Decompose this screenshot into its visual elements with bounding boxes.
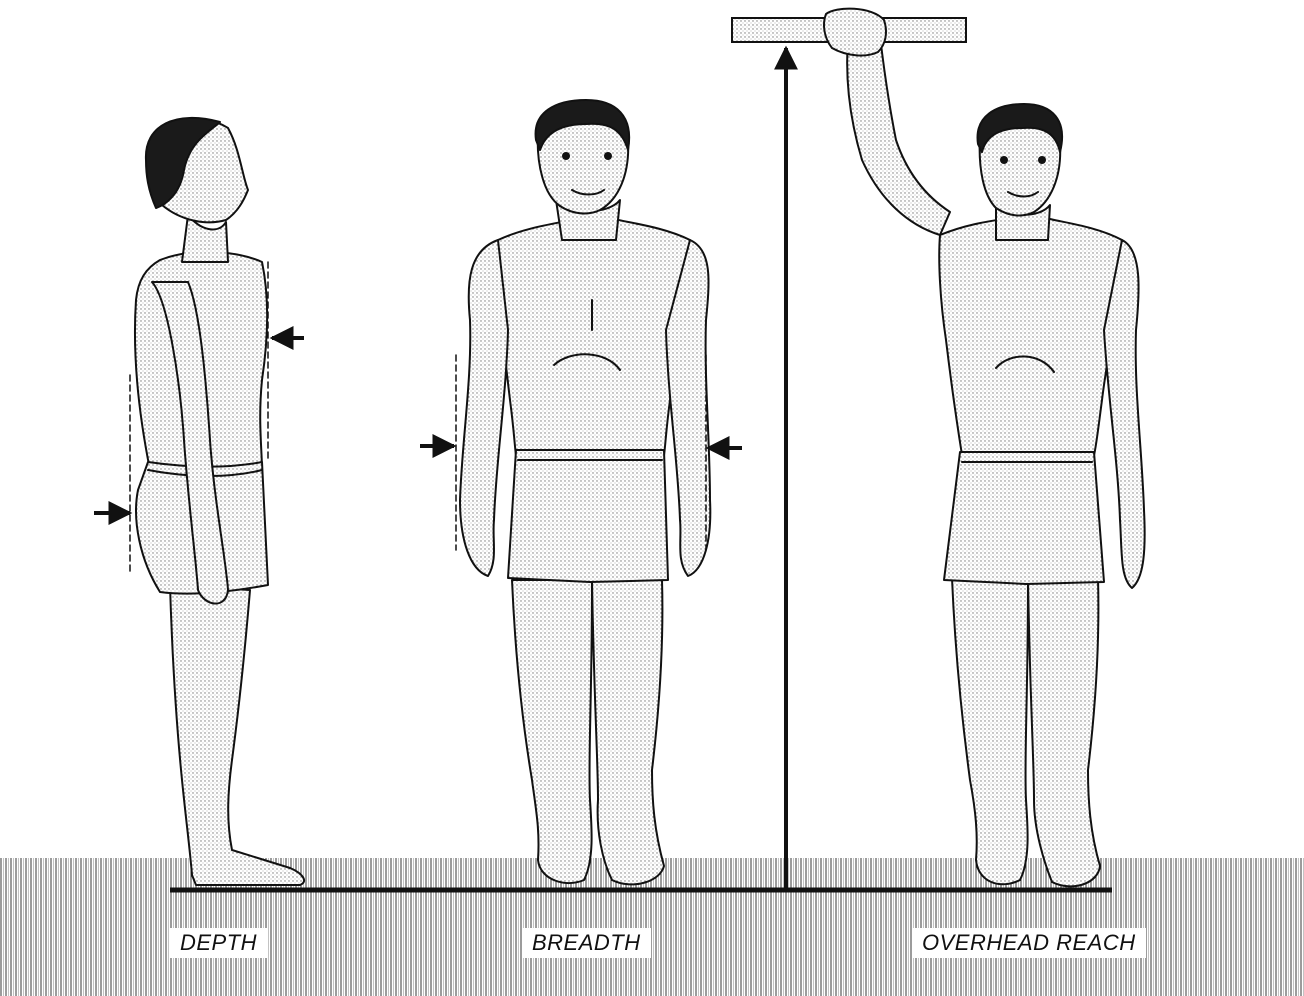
depth-label: DEPTH [170,928,267,958]
breadth-figure [456,100,710,884]
depth-figure [130,118,304,885]
overhead-reach-figure [824,9,1145,887]
breadth-label: BREADTH [522,928,651,958]
overhead-reach-label: OVERHEAD REACH [912,928,1146,958]
